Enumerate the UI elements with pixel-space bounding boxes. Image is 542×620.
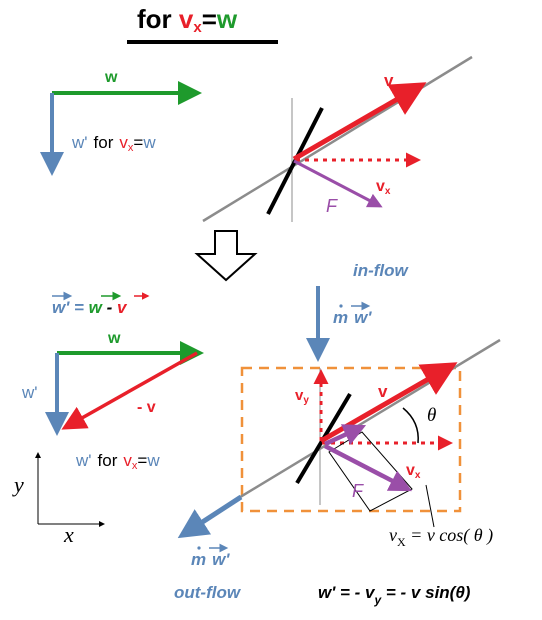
x-axis-label: x: [63, 522, 74, 547]
vy-label: vy: [295, 387, 309, 406]
inflow-label: in-flow: [353, 261, 410, 280]
title-text: for vx=w: [137, 4, 238, 36]
theta-label: θ: [427, 405, 436, 426]
vx-equation: vX = v cos( θ ): [389, 525, 493, 549]
outflow-label: out-flow: [174, 583, 242, 602]
outflow-arrow: [177, 494, 243, 539]
top-v-label: v: [384, 71, 394, 90]
svg-text:w' = w - v: w' = w - v: [52, 298, 128, 317]
velocity-equation: w' = w - v: [52, 291, 150, 317]
top-v-arrow: [292, 82, 427, 162]
bottom-neg-v-label: - v: [137, 399, 156, 416]
top-vx-label: vx: [376, 178, 391, 197]
top-w-label: w: [104, 69, 118, 86]
down-arrow-icon: [194, 230, 258, 282]
bottom-neg-v-arrow: [61, 351, 198, 430]
bottom-wprime-label: w': [21, 383, 38, 402]
bottom-vx-label: vx: [406, 462, 421, 481]
wprime-equation: w' = - vy = - v sin(θ): [318, 583, 471, 607]
top-right-diagram: v vx F: [202, 55, 473, 223]
svg-text:mw': mw': [333, 308, 372, 327]
theta-arc: [402, 407, 419, 444]
svg-text:mw': mw': [191, 550, 230, 569]
bottom-v-label: v: [378, 382, 388, 401]
title: for vx=w: [127, 4, 278, 44]
y-axis-label: y: [12, 472, 24, 497]
bottom-F-label: F: [352, 481, 364, 501]
control-volume: [240, 366, 462, 513]
top-F-arrow: [293, 159, 383, 208]
top-F-label: F: [326, 196, 338, 216]
F-component-arrow: [324, 424, 367, 447]
vx-leader-line: [425, 484, 435, 528]
bottom-v-arrow: [319, 362, 458, 444]
top-flow-line: [202, 55, 473, 223]
bottom-w-label: w: [107, 330, 121, 347]
bottom-F-arrow: [323, 444, 412, 492]
